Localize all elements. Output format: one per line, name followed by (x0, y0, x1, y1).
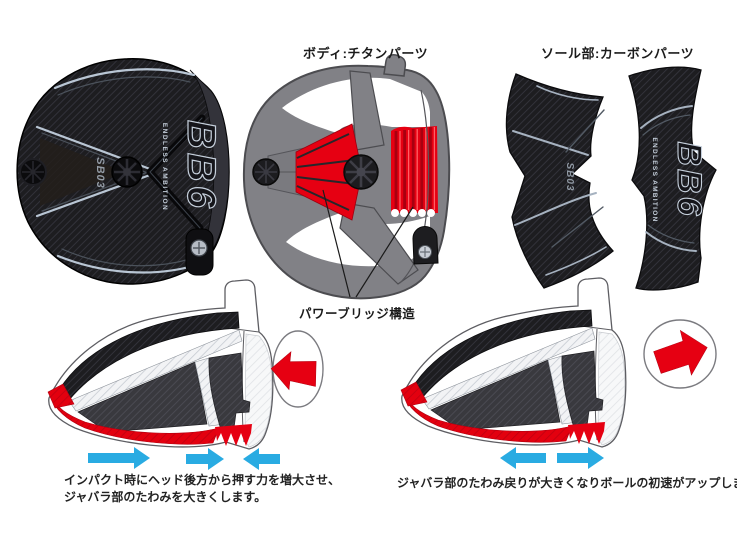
weight-port-left (19, 158, 47, 186)
blue-arrow-right-icon (88, 447, 150, 469)
side-view-head (400, 277, 627, 448)
tagline-text: ENDLESS AMBITION (651, 137, 658, 222)
spoke-lower (339, 202, 419, 285)
power-bridge-plate (295, 123, 363, 221)
carbon-piece-front: SB03 (505, 73, 614, 289)
spoke-upper (349, 70, 385, 151)
blue-arrow-right-icon (557, 447, 604, 469)
blue-arrow-left-icon (500, 447, 546, 469)
dark-wedge (40, 138, 125, 206)
frame-top-tab (383, 54, 407, 77)
figure-impact-side-view (47, 279, 324, 470)
caption-impact-line1: インパクト時にヘッド後方から押す力を増大させ、 (64, 473, 341, 487)
figure-titanium-body-frame (242, 54, 451, 300)
figure-carbon-sole-parts: SB03 ENDLESS AMBITION BB6 (505, 66, 717, 291)
red-arrow-right-icon (653, 329, 708, 376)
caption-impact: インパクト時にヘッド後方から押す力を増大させ、 ジャバラ部のたわみを大きくします… (64, 472, 340, 506)
model-code-text: SB03 (94, 157, 106, 189)
bellows-red (391, 126, 438, 217)
tagline-text: ENDLESS AMBITION (161, 123, 168, 211)
weight-port-left (252, 158, 280, 186)
weight-port-center (343, 154, 379, 190)
caption-impact-line2: ジャバラ部のたわみを大きくします。 (64, 490, 267, 504)
figure-head-crown-view: SB03 ENDLESS AMBITION BB6 (16, 58, 230, 285)
label-sole-material: ソール部:カーボンパーツ (541, 46, 695, 61)
leader-lines (322, 189, 414, 298)
red-arrow-left-icon (270, 351, 317, 391)
face-inner-line (399, 89, 430, 284)
weight-port-center (111, 156, 143, 188)
label-body-material: ボディ:チタンパーツ (303, 46, 429, 61)
carbon-piece-rear: ENDLESS AMBITION BB6 (628, 66, 717, 291)
hosel-sleeve (185, 228, 214, 276)
blue-arrow-right-icon (186, 448, 224, 470)
label-power-bridge: パワーブリッジ構造 (299, 307, 416, 321)
hosel-port (412, 226, 439, 265)
side-view-head (47, 279, 274, 450)
logo-text: BB6 (670, 141, 708, 218)
figure-rebound-side-view (400, 277, 717, 469)
caption-rebound: ジャバラ部のたわみ戻りが大きくなりボールの初速がアップします。 (397, 476, 737, 490)
model-code-text: SB03 (564, 162, 575, 191)
logo-text: BB6 (179, 120, 223, 212)
blue-arrow-left-icon (243, 448, 280, 470)
